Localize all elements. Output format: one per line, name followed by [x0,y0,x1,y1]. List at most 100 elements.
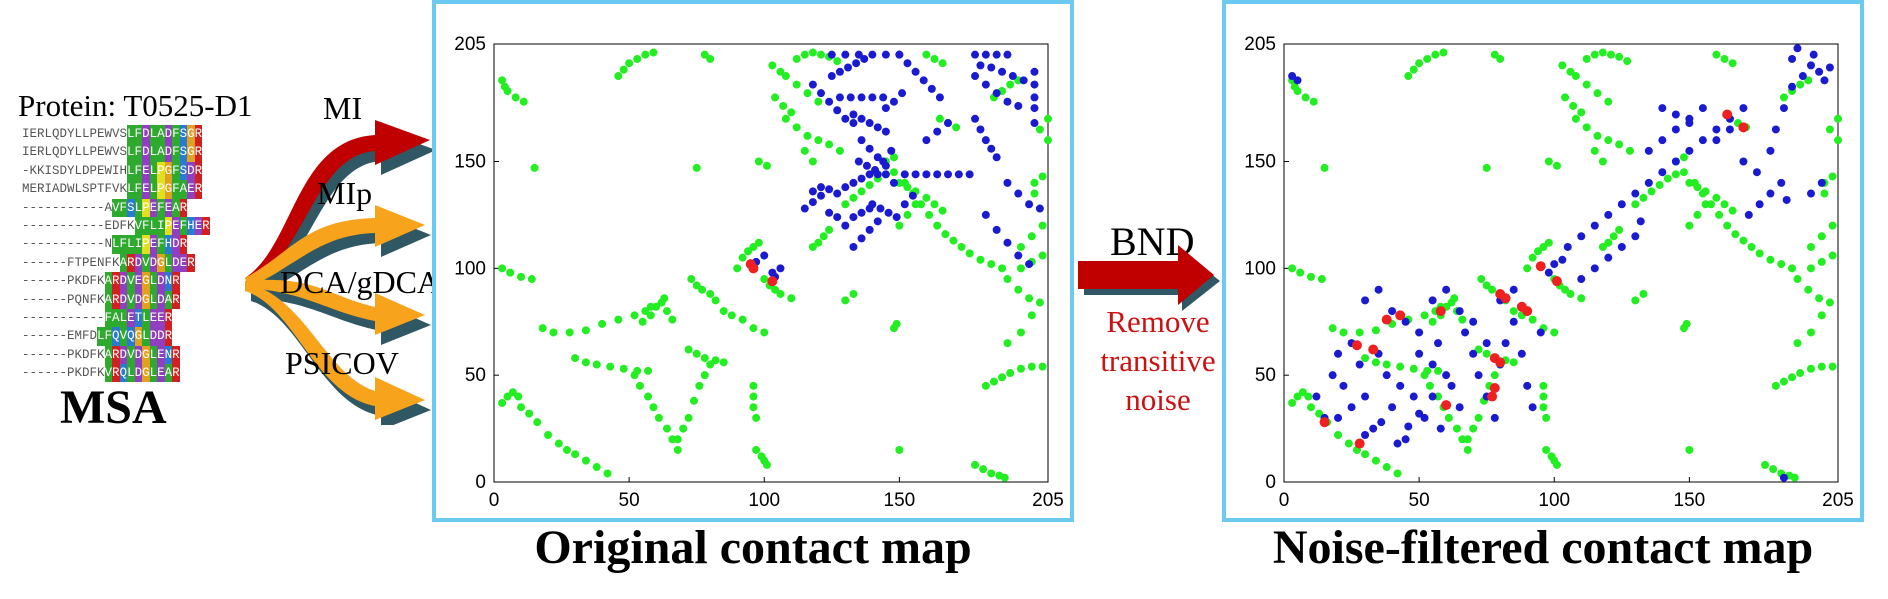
contact-point [1755,200,1764,209]
contact-point [800,204,809,213]
contact-point [1444,413,1453,422]
y-tick-label: 0 [475,472,486,493]
contact-point [868,200,877,209]
contact-point [1604,136,1613,145]
contact-point [1685,221,1694,230]
contact-point [889,153,898,162]
contact-point [771,285,780,294]
contact-point [987,260,996,269]
contact-point [1288,72,1297,81]
contact-point [922,170,931,179]
contact-point [1523,381,1532,390]
plot-area [1283,43,1839,483]
contact-point [1307,403,1316,412]
contact-point [1482,281,1491,290]
contact-point [1025,260,1034,269]
contact-point [1371,456,1380,465]
contact-point [517,403,526,412]
contact-point [1455,403,1464,412]
contact-point [1288,264,1297,273]
contact-point [803,89,812,98]
contact-point [581,358,590,367]
mip-arrow [245,205,425,288]
contact-point [816,50,825,59]
contact-point [1420,311,1429,320]
contact-point [1509,317,1518,326]
contact-point [833,57,842,66]
contact-point [887,146,896,155]
contact-point [1701,200,1710,209]
contact-point [1509,307,1518,316]
contact-point [1003,50,1012,59]
contact-point [1488,285,1497,294]
contact-point [562,445,571,454]
contact-point [1739,157,1748,166]
contact-point [1442,371,1451,380]
contact-point [1761,460,1770,469]
contact-point [1025,294,1034,303]
contact-point [954,170,963,179]
contact-point [935,114,944,123]
contact-point [1027,362,1036,371]
contact-point [835,146,844,155]
contact-point [1728,59,1737,68]
contact-point [1806,242,1815,251]
contact-point [930,200,939,209]
contact-point [1815,294,1824,303]
contact-point [749,324,758,333]
contact-point [808,48,817,57]
contact-point [1712,125,1721,134]
contact-point [979,465,988,474]
contact-point [1561,93,1570,102]
contact-point [1447,381,1456,390]
contact-point [1744,210,1753,219]
contact-point [933,221,942,230]
contact-point [1685,178,1694,187]
contact-point [1339,328,1348,337]
contact-point [1361,450,1370,459]
contact-point [1590,221,1599,230]
contact-point [1539,403,1548,412]
contact-point [1509,358,1518,367]
contact-point [1604,210,1613,219]
contact-point [903,183,912,192]
contact-point [1631,200,1640,209]
contact-point [1490,50,1499,59]
contact-point [1712,136,1721,145]
contact-point [971,114,980,123]
contact-point [879,157,888,166]
contact-point [849,213,858,222]
contact-point [1685,114,1694,123]
contact-point [517,272,526,281]
contact-point [787,294,796,303]
contact-point [895,221,904,230]
contact-point [1534,247,1543,256]
contact-point [1441,400,1452,411]
y-tick-label: 50 [465,365,486,386]
contact-point [1458,315,1467,324]
contact-point [1679,168,1688,177]
contact-point [1393,439,1402,448]
contact-point [1539,392,1548,401]
contact-point [952,123,961,132]
contact-point [1415,59,1424,68]
contact-point [1725,125,1734,134]
contact-point [814,97,823,106]
contact-point [1334,413,1343,422]
contact-point [662,307,671,316]
contact-point [606,362,615,371]
contact-point [679,424,688,433]
contact-point [711,296,720,305]
contact-point [673,435,682,444]
contact-point [652,302,661,311]
contact-point [706,289,715,298]
contact-point [1577,275,1586,284]
contact-point [711,356,720,365]
contact-point [976,61,985,70]
contact-point [684,345,693,354]
contact-point [989,377,998,386]
contact-point [738,253,747,262]
y-tick-label: 150 [1244,152,1276,173]
contact-point [1779,104,1788,113]
